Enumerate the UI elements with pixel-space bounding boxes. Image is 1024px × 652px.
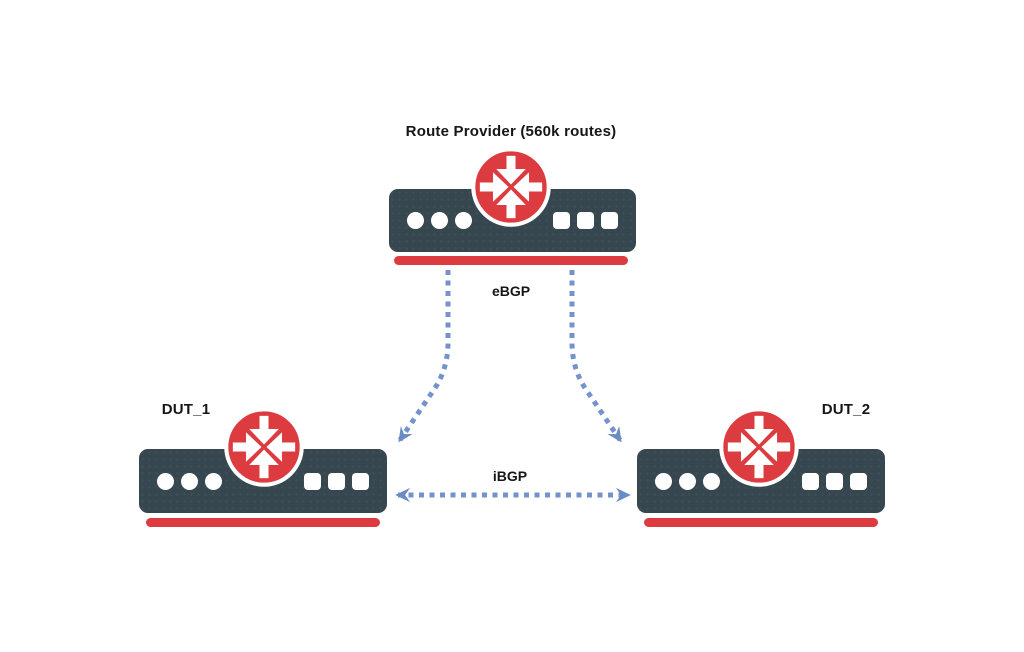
ebgp-link-provider-to-dut2 (569, 270, 623, 443)
router-underline-route-provider (394, 256, 628, 265)
router-icon (471, 147, 551, 227)
inward-arrows-icon (479, 155, 543, 219)
led-square (304, 472, 321, 490)
link-label-ebgp: eBGP (491, 283, 531, 299)
led-square (352, 472, 369, 490)
square-leds-icon (304, 472, 369, 490)
led-square (802, 472, 819, 490)
led-circle (407, 212, 424, 229)
led-circle (205, 472, 222, 490)
led-square (577, 212, 594, 229)
router-icon-disc (471, 147, 551, 227)
router-icon (719, 407, 799, 487)
inward-arrows-icon (232, 415, 296, 479)
led-circle (181, 472, 198, 490)
led-circle (703, 472, 720, 490)
led-square (601, 212, 618, 229)
led-circle (655, 472, 672, 490)
circle-leds-icon (655, 472, 720, 490)
led-circle (679, 472, 696, 490)
led-circle (157, 472, 174, 490)
led-square (553, 212, 570, 229)
square-leds-icon (553, 212, 618, 229)
circle-leds-icon (407, 212, 472, 229)
router-underline-dut2 (644, 518, 878, 527)
led-square (826, 472, 843, 490)
led-circle (455, 212, 472, 229)
led-circle (431, 212, 448, 229)
ebgp-link-provider-to-dut1 (397, 270, 451, 443)
router-chassis-dut1 (139, 449, 387, 513)
router-icon-disc (719, 407, 799, 487)
link-label-ibgp: iBGP (492, 468, 528, 484)
square-leds-icon (802, 472, 867, 490)
node-label-dut1: DUT_1 (161, 401, 211, 418)
led-square (328, 472, 345, 490)
node-label-route-provider: Route Provider (560k routes) (405, 123, 617, 140)
router-icon-disc (224, 407, 304, 487)
router-underline-dut1 (146, 518, 380, 527)
node-label-dut2: DUT_2 (821, 401, 871, 418)
inward-arrows-icon (727, 415, 791, 479)
led-square (850, 472, 867, 490)
circle-leds-icon (157, 472, 222, 490)
router-icon (224, 407, 304, 487)
